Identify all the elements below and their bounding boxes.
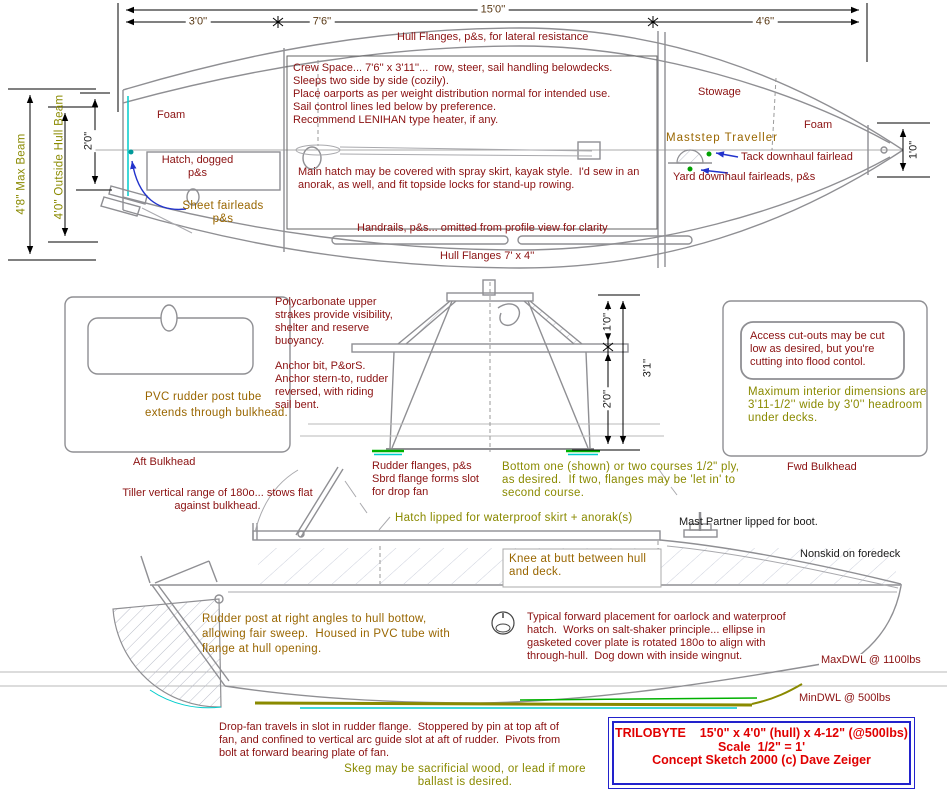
dim-outside-hull-beam: 4'0" Outside Hull Beam [53,94,66,220]
note-access-cutouts: Access cut-outs may be cut low as desire… [750,330,885,368]
note-polycarbonate: Polycarbonate upper strakes provide visi… [275,296,393,347]
note-rudder-flanges: Rudder flanges, p&s Sbrd flange forms sl… [372,460,479,498]
title-block-inner-border [612,721,911,785]
dim-max-beam: 4'8" Max Beam [15,133,28,215]
note-mast-partner: Mast Partner lipped for boot. [679,516,818,528]
lbl-aft-bulkhead: Aft Bulkhead [133,456,196,468]
note-handrails: Handrails, p&s... omitted from profile v… [357,222,608,234]
dim-section-lower: 2'0'' [601,387,615,411]
profile-drawing [0,466,947,709]
dim-overall-length: 15'0'' [477,3,509,17]
dim-section-upper: 1'0'' [601,310,615,334]
note-hull-flanges-size: Hull Flanges 7' x 4'' [440,250,535,262]
note-interior-dimensions: Maximum interior dimensions are 3'11-1/2… [748,386,927,424]
note-hatch-dogged: Hatch, dogged p&s [161,154,234,179]
dim-half-beam: 2'0" [82,129,96,153]
note-hatch-lipped: Hatch lipped for waterproof skirt + anor… [395,512,633,524]
note-skeg: Skeg may be sacrificial wood, or lead if… [344,763,586,788]
lbl-maststep-traveller: Maststep Traveller [666,132,778,144]
lbl-fwd-bulkhead: Fwd Bulkhead [787,461,857,473]
note-bottom-courses: Bottom one (shown) or two courses 1/2" p… [502,461,740,499]
note-drop-fan: Drop-fan travels in slot in rudder flang… [219,721,561,759]
dim-stern-segment: 3'0'' [185,15,211,29]
dim-bow-width: 1'0" [907,140,920,160]
title-credit: Concept Sketch 2000 (c) Dave Zeiger [652,753,871,767]
note-pvc-rudder-post: PVC rudder post tube extends through bul… [145,391,289,419]
dim-section-total: 3'1'' [641,356,655,380]
title-block: TRILOBYTE 15'0" x 4'0" (hull) x 4-12" (@… [608,717,915,789]
note-sheet-fairleads: Sheet fairleads p&s [182,200,264,225]
title-name-and-dimensions: TRILOBYTE 15'0" x 4'0" (hull) x 4-12" (@… [615,726,908,740]
lbl-foam-right: Foam [804,119,833,131]
note-crew-space: Crew Space... 7'6'' x 3'11''... row, ste… [293,62,613,126]
title-scale: Scale 1/2" = 1' [717,740,806,754]
note-tiller-range: Tiller vertical range of 180o... stows f… [122,487,313,512]
lbl-nonskid: Nonskid on foredeck [800,548,901,560]
section-drawing [300,279,664,456]
oarlock-symbol [491,611,515,635]
note-hull-flanges-lateral: Hull Flanges, p&s, for lateral resistanc… [397,31,589,43]
note-oarlock: Typical forward placement for oarlock an… [527,611,786,662]
plan-fairlead-markers [128,149,739,211]
note-main-hatch: Main hatch may be covered with spray ski… [298,166,640,191]
aft-bulkhead-drawing [64,296,291,453]
dim-mid-segment: 7'6'' [309,15,335,29]
lbl-foam-left: Foam [157,109,186,121]
lbl-min-dwl: MinDWL @ 500lbs [797,692,893,705]
dim-bow-segment: 4'6'' [752,15,778,29]
note-yard-downhaul: Yard downhaul fairleads, p&s [673,171,816,183]
note-knee: Knee at butt between hull and deck. [509,553,647,578]
note-rudder-post: Rudder post at right angles to hull bott… [202,613,451,655]
note-anchor-bit: Anchor bit, P&orS. Anchor stern-to, rudd… [275,360,389,411]
lbl-stowage: Stowage [698,86,741,98]
fwd-bulkhead-drawing [722,300,928,457]
note-tack-downhaul: Tack downhaul fairlead [741,151,853,163]
plan-hull-outline [88,27,904,269]
lbl-max-dwl: MaxDWL @ 1100lbs [819,654,923,667]
